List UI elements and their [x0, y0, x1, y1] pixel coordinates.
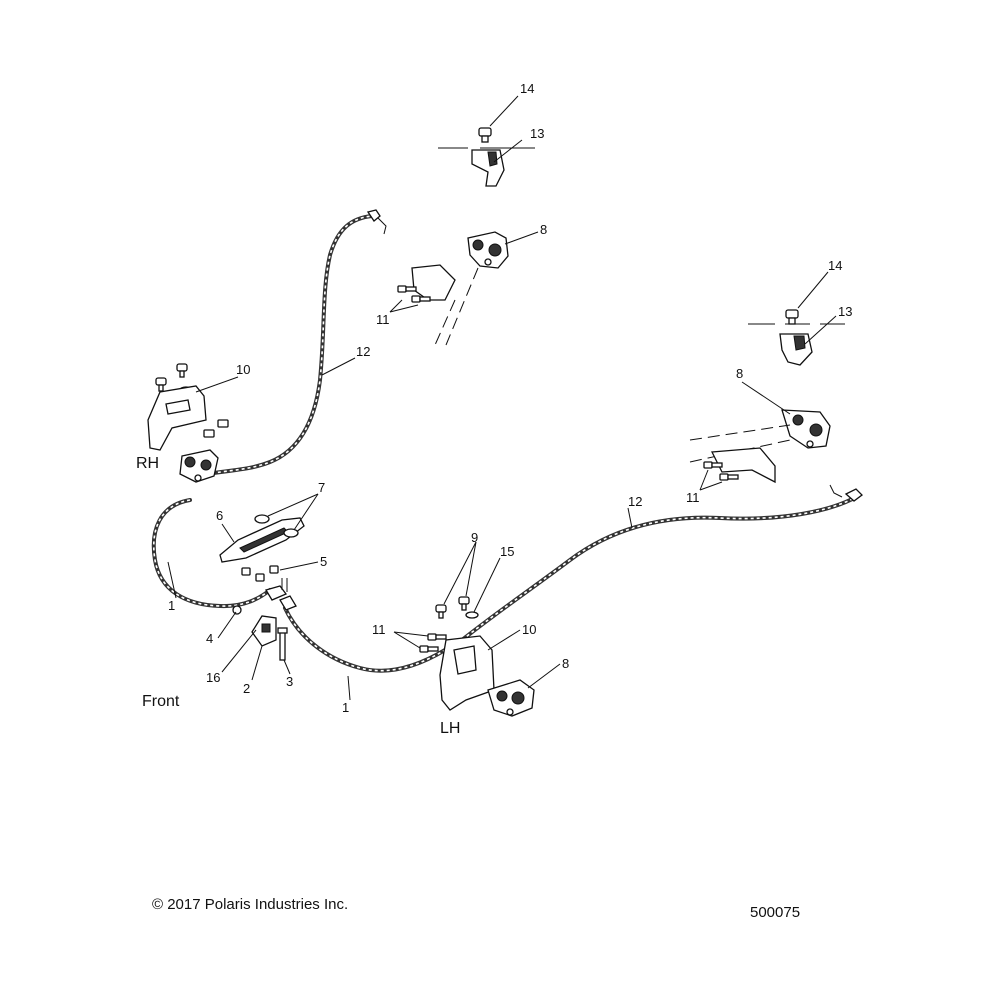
callout-13-upper: 13 [530, 126, 544, 141]
callout-4: 4 [206, 631, 213, 646]
callout-1-lh: 1 [342, 700, 349, 715]
mount-plate-upper [411, 264, 479, 346]
callout-10-lh: 10 [522, 622, 536, 637]
callout-1-rh: 1 [168, 598, 175, 613]
callout-12-lh: 12 [628, 494, 642, 509]
bracket-10-lh [439, 635, 495, 711]
bolts-5 [241, 565, 279, 582]
callout-8-lh: 8 [562, 656, 569, 671]
hinge-8-right [781, 409, 831, 449]
callout-14-upper: 14 [520, 81, 534, 96]
bracket-2 [251, 615, 277, 647]
washer-4 [232, 605, 242, 615]
label-rh: RH [136, 455, 159, 472]
callout-3: 3 [286, 674, 293, 689]
callout-11-upper: 11 [376, 312, 390, 327]
bolts-11-right [703, 461, 739, 481]
bracket-13-right [748, 323, 845, 366]
callout-10-rh: 10 [236, 362, 250, 377]
callout-6: 6 [216, 508, 223, 523]
cable-junction [265, 578, 297, 611]
callout-numbers: 14 13 8 11 12 10 14 13 8 11 12 7 6 5 1 4… [168, 81, 852, 715]
callout-11-lh: 11 [372, 622, 386, 637]
callout-15: 15 [500, 544, 514, 559]
callout-8-right: 8 [736, 366, 743, 381]
bracket-10-rh [147, 385, 229, 451]
cable-12-rh [198, 209, 387, 477]
copyright-text: © 2017 Polaris Industries Inc. [152, 896, 348, 913]
bolts-11-upper [397, 285, 431, 303]
bolts-9 [435, 596, 470, 619]
callout-16: 16 [206, 670, 220, 685]
bolt-14-upper [478, 127, 492, 143]
cable-1-lh [283, 606, 447, 673]
callout-7: 7 [318, 480, 325, 495]
callout-12-rh: 12 [356, 344, 370, 359]
callout-5: 5 [320, 554, 327, 569]
callout-14-right: 14 [828, 258, 842, 273]
cable-1-rh [151, 498, 272, 609]
mount-plate-right [689, 424, 791, 484]
callout-2: 2 [243, 681, 250, 696]
label-front: Front [142, 693, 180, 710]
washer-15 [465, 611, 479, 619]
bolts-11-lh [419, 633, 447, 653]
hinge-rh [179, 449, 219, 483]
pin-3 [277, 627, 288, 661]
washers-7 [254, 514, 299, 538]
label-lh: LH [440, 720, 460, 737]
bolt-14-right [785, 309, 799, 325]
hinge-8-upper [467, 231, 509, 269]
callout-9: 9 [471, 530, 478, 545]
callout-11-right: 11 [686, 490, 700, 505]
callout-13-right: 13 [838, 304, 852, 319]
bracket-13-upper [438, 147, 535, 187]
leader-lines [167, 95, 837, 701]
diagram-id: 500075 [750, 904, 800, 921]
cable-12-lh [460, 484, 863, 642]
hinge-lh [487, 679, 535, 717]
callout-8-upper: 8 [540, 222, 547, 237]
